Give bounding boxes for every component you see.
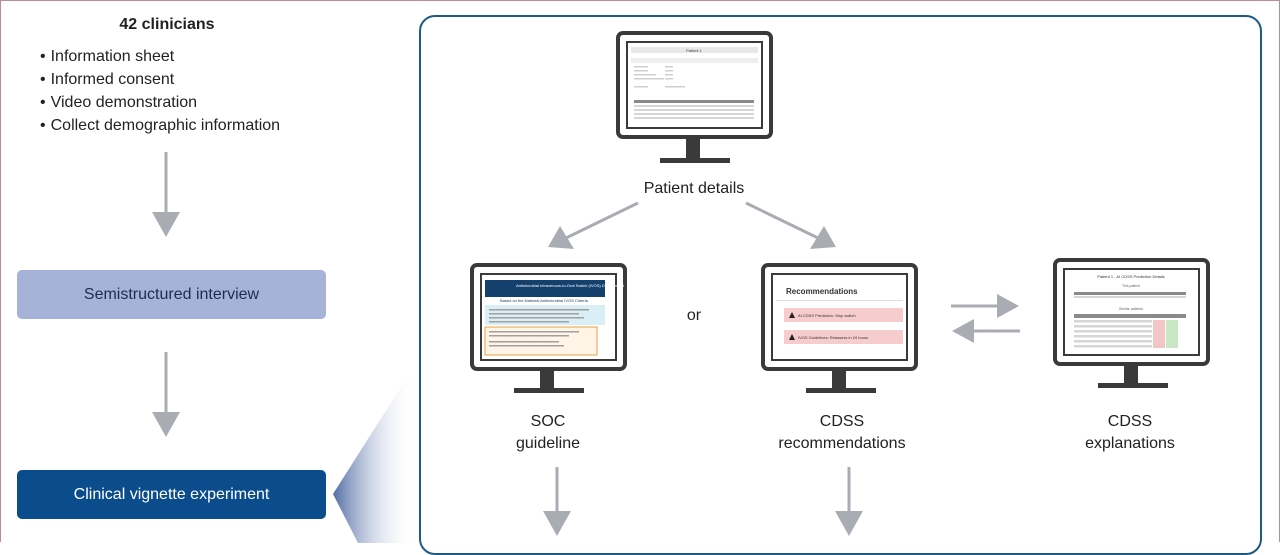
clinician-count-title: 42 clinicians (119, 16, 215, 33)
cdss-exp-label-line2: explanations (1085, 435, 1175, 452)
soc-label: SOC guideline (468, 411, 628, 455)
soc-label-line1: SOC (530, 413, 566, 430)
experiment-panel (419, 15, 1262, 555)
soc-screen-subtitle: Based on the National Antimicrobial IVOS… (500, 298, 589, 303)
bullet-video-demonstration: Video demonstration (40, 91, 280, 114)
bullet-information-sheet: Information sheet (40, 45, 280, 68)
arrow-down-cdss (835, 467, 863, 536)
arrow-down-2 (152, 352, 180, 437)
procedure-list: Information sheet Informed consent Video… (40, 45, 280, 137)
cdss-recommendations-monitor: Recommendations AI CDSS Prediction: Stop… (761, 263, 918, 393)
rec-item-2: IVOS Guidelines: Reassess in 24 hours (798, 335, 868, 340)
soc-guideline-monitor: Antimicrobial Intravenous-to-Oral Switch… (470, 263, 627, 393)
diagram-graphics: Patient 1 Antimicrobial Intravenous-to-O… (152, 31, 1210, 543)
rec-item-1: AI CDSS Prediction: Stop switch (798, 313, 856, 318)
cdss-exp-label-line1: CDSS (1107, 413, 1153, 430)
patient-details-monitor: Patient 1 (616, 31, 773, 163)
arrow-down-soc (543, 467, 571, 536)
arrow-left-to-recommendations (952, 319, 1020, 343)
exp-screen-title: Patient 1 - AI CDSS Prediction Details (1097, 274, 1164, 279)
cdss-rec-label-line2: recommendations (778, 435, 906, 452)
cdss-explanations-label: CDSS explanations (1050, 411, 1210, 455)
arrow-to-soc (548, 201, 639, 249)
cdss-rec-label-line1: CDSS (819, 413, 865, 430)
cdss-recommendations-label: CDSS recommendations (742, 411, 942, 455)
zoom-wedge (333, 365, 415, 543)
soc-label-line2: guideline (515, 435, 581, 452)
bullet-informed-consent: Informed consent (40, 68, 280, 91)
patient-details-label: Patient details (643, 180, 745, 197)
patient-screen-title: Patient 1 (686, 48, 703, 53)
arrow-right-to-explanations (951, 294, 1019, 318)
bullet-demographic-information: Collect demographic information (40, 114, 280, 137)
soc-screen-title: Antimicrobial Intravenous-to-Oral Switch… (516, 283, 624, 288)
clinical-vignette-experiment-box: Clinical vignette experiment (17, 470, 326, 519)
exp-screen-subtitle: This patient (1122, 284, 1140, 288)
cdss-explanations-monitor: Patient 1 - AI CDSS Prediction Details T… (1053, 258, 1210, 388)
semistructured-interview-box: Semistructured interview (17, 270, 326, 319)
or-label: or (686, 307, 702, 324)
exp-screen-subtitle-2: Similar patients (1119, 307, 1143, 311)
arrow-down-1 (152, 152, 180, 237)
rec-screen-title: Recommendations (786, 287, 858, 296)
arrow-to-cdss (745, 201, 836, 249)
